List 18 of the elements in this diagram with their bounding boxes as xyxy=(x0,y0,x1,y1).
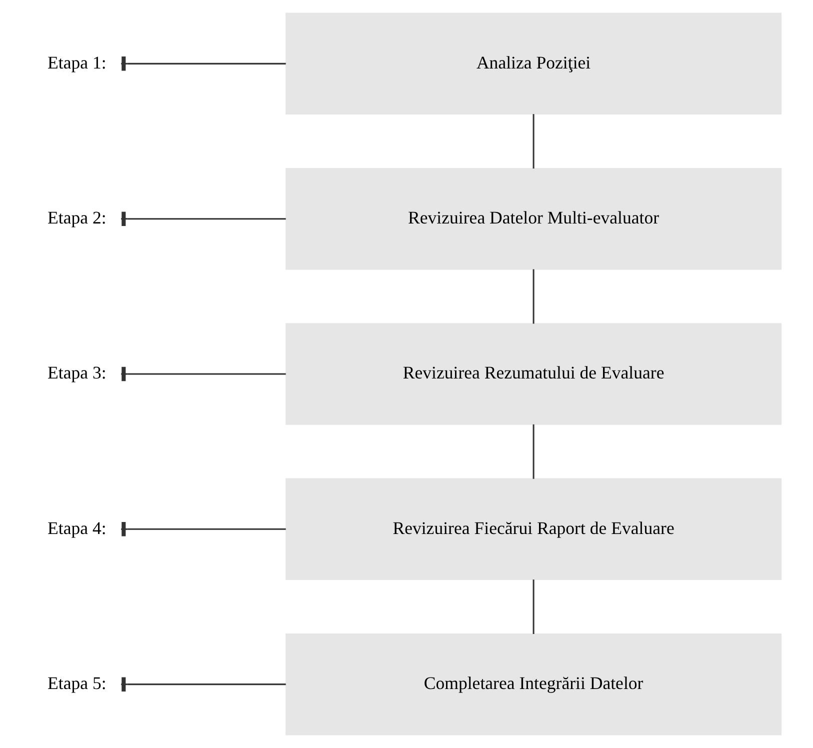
connector xyxy=(120,212,286,226)
connector xyxy=(120,522,286,536)
connector xyxy=(532,424,534,479)
connector xyxy=(532,580,534,634)
node-text: Etapa 3: xyxy=(47,362,106,383)
connector xyxy=(532,114,534,169)
node-box: Revizuirea Datelor Multi-evaluator xyxy=(285,168,782,270)
node-box: Revizuirea Fiecărui Raport de Evaluare xyxy=(285,478,782,580)
connector xyxy=(120,56,286,71)
node-text: Etapa 2: xyxy=(47,208,106,228)
node-text: Etapa 4: xyxy=(47,518,106,538)
node-text: Etapa 5: xyxy=(47,673,106,694)
connector xyxy=(120,677,286,692)
node-box: Revizuirea Rezumatului de Evaluare xyxy=(285,323,782,425)
connector xyxy=(532,269,534,324)
node-text: Etapa 1: xyxy=(47,52,106,72)
node-box: Analiza Poziţiei xyxy=(285,12,782,115)
node-box: Completarea Integrării Datelor xyxy=(285,633,782,736)
